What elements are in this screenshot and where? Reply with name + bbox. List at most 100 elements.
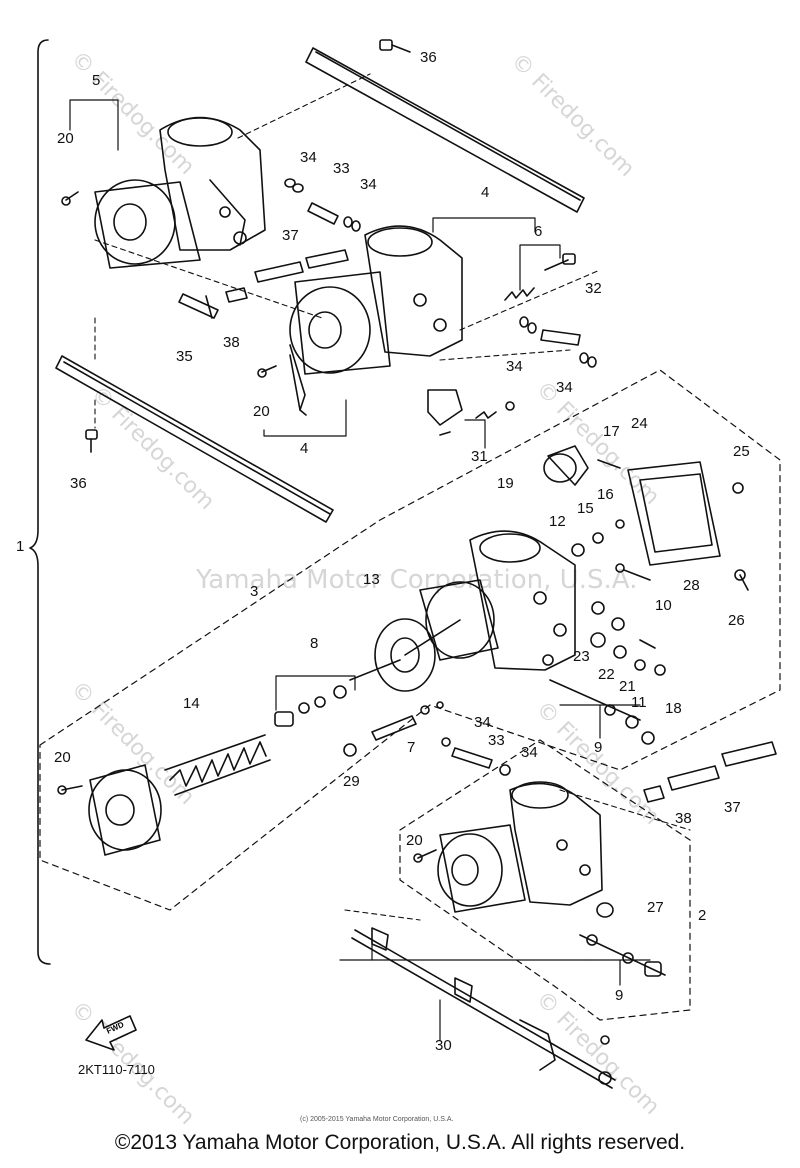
callout-28: 28: [683, 577, 700, 594]
callout-20: 20: [253, 403, 270, 420]
throttle-screw-9-upper: [549, 679, 655, 745]
callout-9: 9: [594, 739, 602, 756]
joint-33-lower: [441, 737, 511, 776]
hose-37: [254, 249, 349, 283]
hose-37-lower: [667, 741, 777, 791]
callout-34: 34: [300, 149, 317, 166]
callout-31: 31: [471, 448, 488, 465]
callout-20: 20: [406, 832, 423, 849]
bolt-36-top: [379, 39, 411, 53]
callout-36: 36: [70, 475, 87, 492]
throttle-shaft-30: [351, 927, 616, 1089]
callout-10: 10: [655, 597, 672, 614]
callout-24: 24: [631, 415, 648, 432]
callout-20: 20: [54, 749, 71, 766]
watermark-site-text: © Firedog.com: [86, 382, 219, 515]
spring-14: [164, 734, 271, 796]
screw-25: [732, 482, 744, 494]
spring-6: [504, 287, 535, 301]
screw-7: [371, 701, 444, 741]
callout-38: 38: [675, 810, 692, 827]
callout-33: 33: [333, 160, 350, 177]
callout-3: 3: [250, 583, 258, 600]
screw-20: [257, 365, 277, 378]
diaphragm-13: [349, 618, 461, 692]
callout-29: 29: [343, 773, 360, 790]
callout-25: 25: [733, 443, 750, 460]
callout-17: 17: [603, 423, 620, 440]
callout-34: 34: [556, 379, 573, 396]
cover-20-left: [57, 764, 162, 856]
callout-34: 34: [506, 358, 523, 375]
callout-22: 22: [598, 666, 615, 683]
copyright-notice: ©2013 Yamaha Motor Corporation, U.S.A. A…: [114, 1131, 686, 1154]
t-fitting-35: [178, 293, 219, 319]
o-ring-34: [284, 178, 304, 193]
callout-4: 4: [481, 184, 489, 201]
o-ring-34: [579, 352, 597, 368]
sub-assembly-boxes: [39, 369, 781, 1021]
small-copyright-text: (c) 2005-2015 Yamaha Motor Corporation, …: [300, 1116, 453, 1123]
callout-37: 37: [282, 227, 299, 244]
callout-26: 26: [728, 612, 745, 629]
callout-37: 37: [724, 799, 741, 816]
callout-19: 19: [497, 475, 514, 492]
watermark-main-text: Yamaha Motor Corporation, U.S.A.: [195, 565, 637, 595]
hose-38-lower: [643, 785, 665, 803]
joint-pipe-32: [540, 329, 581, 346]
part-16-15-12: [571, 519, 625, 557]
mounting-rail-bottom: [55, 355, 334, 523]
needle-set-8: [274, 685, 347, 727]
callout-32: 32: [585, 280, 602, 297]
callout-34: 34: [474, 714, 491, 731]
bolt-36-left: [85, 429, 98, 453]
carburetor-4: [289, 225, 463, 411]
nut-27: [596, 902, 614, 918]
callout-18: 18: [665, 700, 682, 717]
cover-24: [627, 461, 721, 566]
callout-5: 5: [92, 72, 100, 89]
joint-pipe-33: [307, 202, 339, 225]
mounting-rail-top: [305, 47, 585, 213]
assembly-brace: [29, 39, 51, 965]
screw-28: [615, 563, 651, 581]
callout-15: 15: [577, 500, 594, 517]
callout-1: 1: [16, 538, 24, 555]
callout-12: 12: [549, 513, 566, 530]
callout-7: 7: [407, 739, 415, 756]
hose-38: [225, 287, 248, 303]
leader-lines: [94, 73, 691, 921]
nut-29: [343, 743, 357, 757]
callout-13: 13: [363, 571, 380, 588]
callout-2: 2: [698, 907, 706, 924]
part-code: 2KT110-7110: [78, 1062, 155, 1077]
o-ring-34: [519, 316, 537, 334]
callout-9: 9: [615, 987, 623, 1004]
callout-4: 4: [300, 440, 308, 457]
screw-6: [544, 253, 576, 271]
throttle-link-31: [427, 389, 515, 436]
callout-16: 16: [597, 486, 614, 503]
callout-34: 34: [360, 176, 377, 193]
watermark-site-text: © Firedog.com: [66, 47, 199, 180]
screw-20: [61, 191, 79, 206]
callout-21: 21: [619, 678, 636, 695]
callout-30: 30: [435, 1037, 452, 1054]
screw-26: [734, 569, 749, 591]
carburetor-2: [413, 781, 603, 913]
forward-direction-arrow: [85, 1015, 137, 1051]
throttle-screw-9-lower: [579, 934, 666, 977]
carburetor-3: [419, 530, 576, 671]
callout-14: 14: [183, 695, 200, 712]
carburetor-5: [94, 116, 266, 269]
callout-6: 6: [534, 223, 542, 240]
lever-link: [289, 354, 307, 416]
callout-34: 34: [521, 744, 538, 761]
o-ring-34: [343, 216, 361, 232]
callout-33: 33: [488, 732, 505, 749]
screw-17: [597, 459, 621, 469]
callout-11: 11: [631, 694, 647, 711]
